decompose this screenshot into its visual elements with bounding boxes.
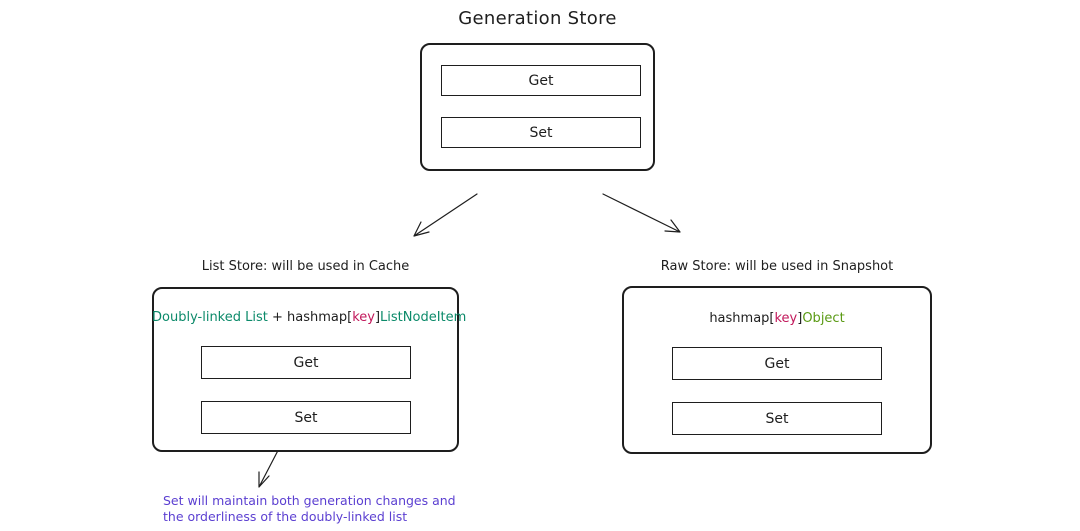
generation-store-title: Generation Store bbox=[458, 8, 617, 29]
generation-get-button[interactable]: Get bbox=[441, 65, 641, 96]
set-note: Set will maintain both generation change… bbox=[163, 493, 456, 525]
formula-plus-hashmap: + hashmap[ bbox=[267, 310, 353, 325]
arrow-to-list-store bbox=[413, 193, 478, 237]
generation-store-panel bbox=[420, 43, 655, 171]
set-note-line-1: Set will maintain both generation change… bbox=[163, 493, 456, 508]
formula-raw-close-bracket: ] bbox=[797, 311, 803, 326]
list-store-formula: Doubly-linked List + hashmap[key]ListNod… bbox=[152, 310, 466, 325]
formula-doubly-linked-list: Doubly-linked List bbox=[152, 310, 268, 325]
formula-hashmap: hashmap[ bbox=[709, 311, 775, 326]
formula-object: Object bbox=[802, 311, 845, 326]
raw-set-button[interactable]: Set bbox=[672, 402, 882, 435]
generation-set-button[interactable]: Set bbox=[441, 117, 641, 148]
raw-get-button[interactable]: Get bbox=[672, 347, 882, 380]
formula-list-node-item: ListNodeItem bbox=[380, 310, 467, 325]
formula-close-bracket: ] bbox=[374, 310, 381, 325]
list-get-button[interactable]: Get bbox=[201, 346, 411, 379]
list-set-button[interactable]: Set bbox=[201, 401, 411, 434]
raw-store-formula: hashmap[key]Object bbox=[622, 311, 932, 326]
formula-raw-key: key bbox=[774, 311, 798, 326]
list-store-title: List Store: will be used in Cache bbox=[201, 259, 410, 274]
set-note-line-2: the orderliness of the doubly-linked lis… bbox=[163, 509, 408, 524]
arrow-to-raw-store bbox=[602, 193, 681, 233]
formula-key: key bbox=[352, 310, 375, 325]
raw-store-title: Raw Store: will be used in Snapshot bbox=[660, 259, 894, 274]
